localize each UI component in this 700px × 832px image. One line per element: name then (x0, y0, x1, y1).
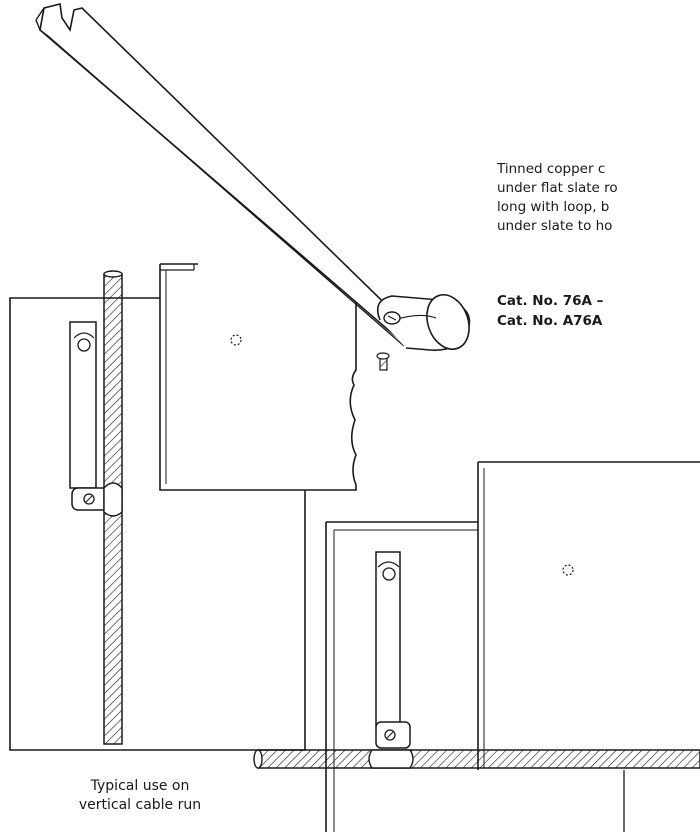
description-line: Tinned copper c (497, 161, 606, 177)
product-description: Tinned copper c under flat slate ro long… (497, 160, 700, 236)
description-line: under flat slate ro (497, 180, 618, 196)
description-line: long with loop, b (497, 199, 610, 215)
catalog-number-a76a: Cat. No. A76A (497, 313, 603, 329)
left-slate-front (159, 263, 357, 491)
catalog-number-76a: Cat. No. 76A – (497, 293, 604, 309)
caption-line: vertical cable run (78, 797, 202, 813)
figure-caption: Typical use on vertical cable run (60, 777, 220, 815)
right-slate-clip (375, 551, 411, 749)
right-slate-front (477, 461, 700, 770)
clip-detail-illustration (35, 3, 471, 371)
description-line: under slate to ho (497, 218, 613, 234)
left-slate-clip (69, 321, 121, 511)
vertical-cable (103, 270, 123, 745)
horizontal-cable (253, 749, 700, 769)
caption-line: Typical use on (90, 778, 190, 794)
